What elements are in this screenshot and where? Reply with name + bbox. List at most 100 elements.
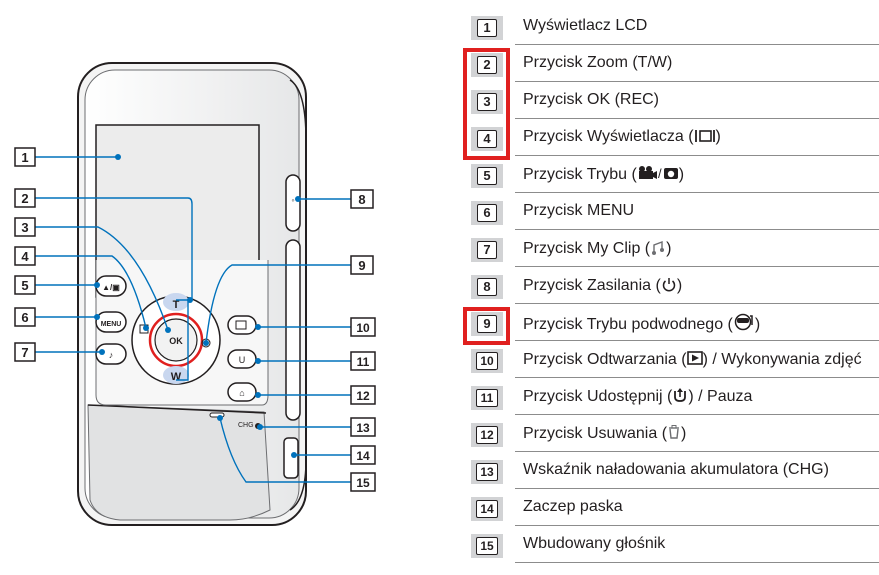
legend-label: Przycisk Trybu podwodnego (): [523, 313, 760, 334]
legend-row-10: 10 Przycisk Odtwarzania () / Wykonywania…: [463, 341, 879, 378]
svg-text:/: /: [658, 166, 662, 181]
svg-text:U: U: [239, 355, 246, 365]
myclip-icon: [652, 240, 665, 255]
legend-label: Przycisk Zoom (T/W): [523, 54, 673, 71]
playback-button: [227, 315, 257, 335]
ok-label: OK: [169, 336, 183, 346]
highlight-box-2-4: [463, 48, 510, 160]
svg-text:2: 2: [21, 191, 28, 206]
display-icon: [694, 130, 715, 142]
svg-text:8: 8: [358, 192, 365, 207]
legend-label: Wyświetlacz LCD: [523, 17, 648, 34]
legend-row-8: 8 Przycisk Zasilania (): [463, 267, 879, 304]
legend-number: 8: [471, 275, 503, 299]
legend-label: Zaczep paska: [523, 498, 623, 515]
callout-3: 3: [14, 217, 36, 237]
legend-label: Przycisk Trybu (/): [523, 166, 685, 183]
legend-row-12: 12 Przycisk Usuwania (): [463, 415, 879, 452]
callout-12: 12: [350, 385, 376, 405]
svg-text:MENU: MENU: [101, 321, 122, 328]
right-buttons: U ⌂ CHG ◦: [209, 195, 295, 429]
legend-number: 14: [471, 497, 503, 521]
leader-lines: [35, 156, 351, 483]
legend-row-2: 2 Przycisk Zoom (T/W): [463, 45, 879, 82]
svg-text:7: 7: [21, 345, 28, 360]
legend-row-14: 14 Zaczep paska: [463, 489, 879, 526]
callout-14: 14: [350, 445, 376, 465]
callout-9: 9: [350, 255, 374, 275]
legend-number: 5: [471, 164, 503, 188]
trash-icon: [669, 425, 680, 439]
legend-row-11: 11 Przycisk Udostępnij () / Pauza: [463, 378, 879, 415]
svg-text:♪: ♪: [109, 350, 114, 360]
legend-number: 11: [471, 386, 503, 410]
legend-row-1: 1 Wyświetlacz LCD: [463, 8, 879, 45]
svg-text:⌂: ⌂: [239, 388, 244, 398]
t-label: T: [173, 299, 180, 311]
legend-label: Przycisk MENU: [523, 202, 635, 219]
svg-text:1: 1: [21, 150, 28, 165]
menu-button: [95, 311, 127, 333]
legend-number: 7: [471, 238, 503, 262]
svg-text:3: 3: [21, 220, 28, 235]
camcorder-camera-icon: /: [638, 166, 678, 181]
legend-number: 2: [471, 53, 503, 77]
legend-row-3: 3 Przycisk OK (REC): [463, 82, 879, 119]
svg-text:6: 6: [21, 310, 28, 325]
legend-label: Przycisk Zasilania (): [523, 277, 683, 294]
callout-2: 2: [14, 188, 36, 208]
legend-number: 9: [471, 312, 503, 336]
legend-number: 1: [471, 16, 503, 40]
w-label: W: [171, 371, 182, 383]
callout-5: 5: [14, 275, 36, 295]
legend-row-13: 13 Wskaźnik naładowania akumulatora (CHG…: [463, 452, 879, 489]
playback-icon: [686, 351, 703, 365]
legend-label: Przycisk Odtwarzania () / Wykonywania zd…: [523, 351, 862, 368]
callout-11: 11: [350, 351, 376, 371]
legend-number: 13: [471, 460, 503, 484]
highlight-box-9: [463, 307, 510, 345]
legend-label: Przycisk OK (REC): [523, 91, 659, 108]
legend-label: Wskaźnik naładowania akumulatora (CHG): [523, 461, 829, 478]
legend-label: Przycisk Wyświetlacza (): [523, 128, 721, 145]
svg-text:13: 13: [356, 421, 370, 435]
callout-15: 15: [350, 472, 376, 492]
svg-text:14: 14: [356, 449, 370, 463]
share-icon: [674, 388, 687, 402]
svg-text:4: 4: [21, 249, 29, 264]
svg-text:▲/▣: ▲/▣: [102, 283, 120, 292]
myclip-button: [95, 343, 127, 365]
legend-row-9: 9 Przycisk Trybu podwodnego (): [463, 304, 879, 341]
svg-text:10: 10: [356, 321, 370, 335]
callout-1: 1: [14, 147, 36, 167]
delete-button: [227, 382, 257, 402]
chg-label: CHG: [238, 422, 254, 429]
callout-4: 4: [14, 246, 36, 266]
callout-13: 13: [350, 417, 376, 437]
legend-number: 10: [471, 349, 503, 373]
legend-label: Przycisk Udostępnij () / Pauza: [523, 388, 753, 405]
legend-number: 4: [471, 127, 503, 151]
legend-row-15: 15 Wbudowany głośnik: [463, 526, 879, 563]
legend-row-5: 5 Przycisk Trybu (/): [463, 156, 879, 193]
callout-6: 6: [14, 307, 36, 327]
left-buttons: ▲/▣ MENU ♪: [95, 275, 127, 365]
legend-number: 3: [471, 90, 503, 114]
legend-list: 1 Wyświetlacz LCD 2 Przycisk Zoom (T/W) …: [463, 8, 879, 563]
legend-row-7: 7 Przycisk My Clip (): [463, 230, 879, 267]
legend-label: Przycisk Usuwania (): [523, 425, 687, 442]
legend-number: 6: [471, 201, 503, 225]
callout-7: 7: [14, 342, 36, 362]
svg-text:12: 12: [356, 389, 370, 403]
legend-row-6: 6 Przycisk MENU: [463, 193, 879, 230]
svg-text:9: 9: [358, 258, 365, 273]
callout-10: 10: [350, 317, 376, 337]
svg-text:11: 11: [357, 355, 370, 369]
power-button-icon: ◦: [291, 195, 294, 205]
legend-row-4: 4 Przycisk Wyświetlacza (): [463, 119, 879, 156]
diving-mask-icon: [734, 313, 753, 331]
svg-text:15: 15: [356, 476, 370, 490]
callouts: 1 2 3 4 5 6 7 8 9 10 11 12 13 14 15: [14, 147, 376, 492]
power-icon: [662, 278, 675, 292]
